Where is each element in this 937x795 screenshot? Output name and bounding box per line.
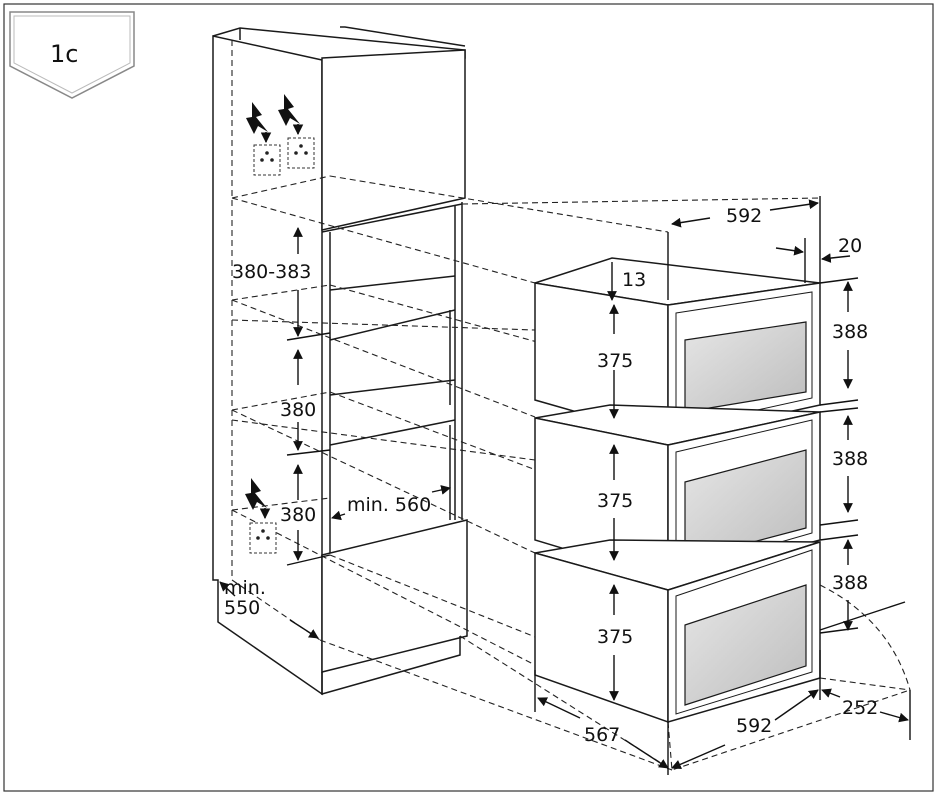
oven-stack <box>534 257 821 724</box>
cabinet-dimension-lines <box>219 227 451 639</box>
power-socket-icon <box>287 137 315 169</box>
diagram-border <box>3 3 934 792</box>
power-socket-icon <box>253 144 281 176</box>
lightning-bolt-icon <box>246 102 268 134</box>
power-supply-bottom <box>245 478 277 554</box>
oven-depth: 567 <box>584 724 620 746</box>
tall-cabinet <box>212 26 468 696</box>
power-socket-icon <box>249 522 277 554</box>
front-thickness: 20 <box>838 235 862 257</box>
figure-label: 1c <box>50 40 78 68</box>
oven-bottom <box>534 539 821 724</box>
power-supply-top <box>246 94 315 176</box>
door-swing <box>667 584 911 771</box>
lightning-bolt-icon <box>245 478 267 510</box>
niche-min-depth-value: 550 <box>224 597 260 619</box>
niche-height-top: 380-383 <box>232 261 311 283</box>
figure-badge: 1c <box>9 11 135 99</box>
oven-height-middle: 375 <box>597 490 633 512</box>
oven-dimension-lines <box>534 196 911 775</box>
front-height-top: 388 <box>832 321 868 343</box>
front-height-bottom: 388 <box>832 572 868 594</box>
niche-height-middle: 380 <box>280 399 316 421</box>
door-swing-distance: 252 <box>842 697 878 719</box>
niche-height-bottom: 380 <box>280 504 316 526</box>
oven-height-bottom: 375 <box>597 626 633 648</box>
front-height-middle: 388 <box>832 448 868 470</box>
oven-width-bottom: 592 <box>736 715 772 737</box>
top-gap: 13 <box>622 269 646 291</box>
oven-top <box>534 257 821 439</box>
lightning-bolt-icon <box>278 94 300 126</box>
niche-min-width: min. 560 <box>347 494 431 516</box>
niche-min-depth-label: min. <box>224 577 266 599</box>
oven-width-top: 592 <box>726 205 762 227</box>
oven-height-top: 375 <box>597 350 633 372</box>
cabinet-hidden-lines <box>231 40 331 641</box>
